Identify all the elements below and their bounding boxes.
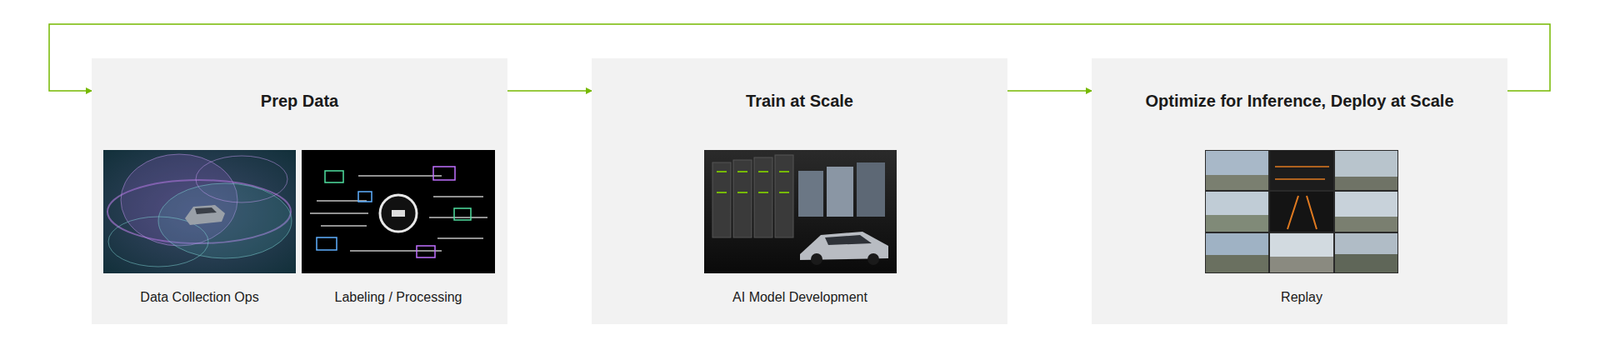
image-caption: Labeling / Processing bbox=[335, 289, 463, 306]
datacenter-car-image bbox=[704, 150, 897, 274]
sensor-coverage-image bbox=[103, 150, 296, 274]
image-caption: Data Collection Ops bbox=[140, 289, 259, 306]
image-caption: AI Model Development bbox=[732, 289, 868, 306]
image-caption: Replay bbox=[1280, 289, 1323, 306]
lidar-label-image bbox=[301, 150, 495, 274]
panel-title: Optimize for Inference, Deploy at Scale bbox=[1145, 90, 1454, 111]
stage-panel: Train at Scale AI Model Development bbox=[591, 58, 1008, 325]
stage-panel: Prep DataData Collection Ops Labeling / P… bbox=[91, 58, 508, 325]
panel-title: Train at Scale bbox=[745, 90, 854, 111]
stage-panel: Optimize for Inference, Deploy at ScaleR… bbox=[1091, 58, 1508, 325]
panel-title: Prep Data bbox=[260, 90, 339, 111]
flow-arrow bbox=[507, 90, 592, 92]
flow-arrow bbox=[1007, 90, 1092, 92]
camera-replay-grid bbox=[1205, 150, 1399, 274]
